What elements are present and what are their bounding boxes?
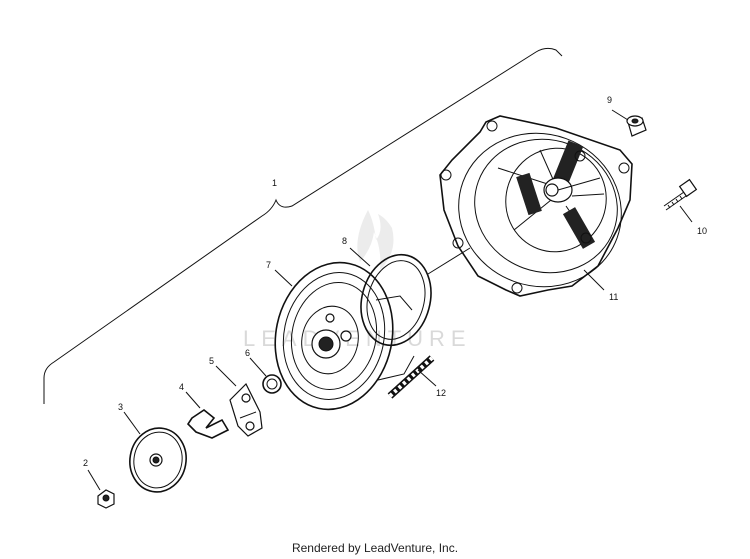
assembly-bracket bbox=[43, 47, 563, 404]
part-12-rope bbox=[387, 355, 435, 399]
label-part-4: 4 bbox=[179, 382, 184, 392]
label-part-9: 9 bbox=[607, 95, 612, 105]
part-7-pulley bbox=[274, 261, 415, 411]
label-part-7: 7 bbox=[266, 260, 271, 270]
label-part-6: 6 bbox=[245, 348, 250, 358]
label-part-10: 10 bbox=[697, 226, 707, 236]
part-4-friction-spring bbox=[186, 409, 230, 439]
part-labels: 1 2 3 4 5 6 7 8 9 10 11 12 bbox=[83, 95, 707, 468]
label-part-12: 12 bbox=[436, 388, 446, 398]
part-6-spring bbox=[262, 374, 282, 394]
part-5-pawl bbox=[229, 382, 263, 437]
part-3-friction-plate bbox=[129, 427, 187, 493]
part-11-housing bbox=[439, 115, 633, 297]
watermark-logo bbox=[357, 210, 394, 270]
part-2-nut bbox=[97, 489, 115, 509]
label-part-8: 8 bbox=[342, 236, 347, 246]
part-9-bushing bbox=[626, 115, 647, 137]
label-part-5: 5 bbox=[209, 356, 214, 366]
part-8-spring-cover bbox=[360, 253, 432, 347]
label-part-11: 11 bbox=[609, 292, 618, 302]
label-part-1: 1 bbox=[272, 178, 277, 188]
label-part-2: 2 bbox=[83, 458, 88, 468]
leader-lines bbox=[87, 109, 693, 491]
part-10-bolt bbox=[663, 178, 698, 211]
watermark-text: LEADVENTURE bbox=[243, 326, 472, 351]
footer-credit: Rendered by LeadVenture, Inc. bbox=[291, 541, 459, 555]
label-part-3: 3 bbox=[118, 402, 123, 412]
